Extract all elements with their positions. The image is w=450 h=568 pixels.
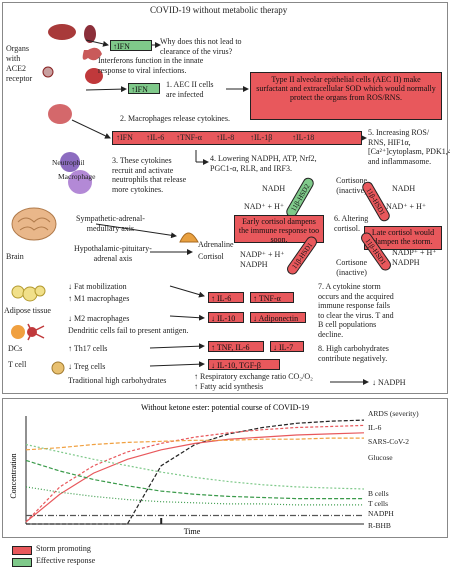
series-label-t-cells: T cells xyxy=(368,499,388,508)
sympathetic-text: Sympathetic-adrenal-medullary axis xyxy=(76,214,145,233)
dendritic-text: Dendritic cells fail to present antigen. xyxy=(68,326,189,335)
hpa-text: Hypothalamic-pituitary-adrenal axis xyxy=(74,244,152,263)
dcs-label: DCs xyxy=(8,344,23,353)
step5-text: 5. Increasing ROS/RNS, HIF1α, [Ca²⁺]cyto… xyxy=(368,128,450,166)
cytokine-ifn: ↑IFN xyxy=(116,133,133,142)
course-chart: Without ketone ester: potential course o… xyxy=(9,403,419,536)
dendritic-cell-icon xyxy=(11,323,45,341)
nadph-bottom-left: NADP⁺ + H⁺NADPH xyxy=(240,250,285,269)
series-label-glucose: Glucose xyxy=(368,453,393,462)
cortisol-label: Cortisol xyxy=(198,252,224,261)
fatty-acid-text: ↑ Fatty acid synthesis xyxy=(194,382,264,391)
th17-text: ↑ Th17 cells xyxy=(68,344,108,353)
cortisone-top: Cortisone(inactive) xyxy=(336,176,368,195)
macrophage-label: Macrophage xyxy=(58,172,96,181)
type2-aec-box: Type II alveolar epithelial cells (AEC I… xyxy=(250,72,442,120)
series-label-nadph: NADPH xyxy=(368,509,394,518)
virus-icon xyxy=(42,66,54,78)
ifn-chip-aec: ↑IFN xyxy=(128,83,160,94)
chart-ylabel: Concentration xyxy=(9,453,18,498)
series-label-r-bhb: R-BHB xyxy=(368,521,391,530)
legend-label-storm: Storm promoting xyxy=(36,544,91,553)
series-line-il-6 xyxy=(25,424,365,523)
liver-icon xyxy=(48,24,76,40)
adrenaline-label: Adrenaline xyxy=(198,240,234,249)
immune-cells xyxy=(60,152,92,194)
cortisone-bottom: Cortisone(inactive) xyxy=(336,258,368,277)
cytokine-il18: ↑IL-18 xyxy=(292,133,315,142)
kidney-icon xyxy=(84,25,96,43)
nadh-left: NADH xyxy=(262,184,286,193)
series-line-glucose xyxy=(25,437,364,451)
adipose-label: Adipose tissue xyxy=(4,306,51,315)
nadph-final-text: ↓ NADPH xyxy=(372,378,406,387)
brain-icon xyxy=(11,207,57,241)
m1-macrophages: ↑ M1 macrophages xyxy=(68,294,130,303)
cytokine-il6: ↑IL-6 xyxy=(146,133,165,142)
series-label-b-cells: B cells xyxy=(368,489,389,498)
series-line-ards-severity- xyxy=(26,419,365,525)
chart-title: Without ketone ester: potential course o… xyxy=(141,403,309,412)
interferons-text: Interferons function in the innate respo… xyxy=(98,56,204,75)
series-line-b-cells xyxy=(25,443,365,490)
cytokine-il8: ↑IL-8 xyxy=(216,133,235,142)
adrenal-icon xyxy=(179,232,199,243)
tnfa-chip: ↑ TNF-α xyxy=(250,292,294,303)
carbs-text: Traditional high carbohydrates xyxy=(68,376,167,385)
adiponectin-chip: ↓ Adiponectin xyxy=(250,312,306,323)
fat-mobilization: ↓ Fat mobilization xyxy=(68,282,127,291)
il10-chip: ↓ IL-10 xyxy=(208,312,244,323)
series-line-sars-cov-2 xyxy=(25,432,365,523)
nadh-right: NADH xyxy=(392,184,416,193)
tcell-label: T cell xyxy=(8,360,27,369)
il10-tgf-chip: ↓ IL-10, TGF-β xyxy=(208,359,280,370)
series-label-il-6: IL-6 xyxy=(368,423,382,432)
legend-label-effective: Effective response xyxy=(36,556,96,565)
virus-question: Why does this not lead to clearance of t… xyxy=(160,37,242,56)
top-title: COVID-19 without metabolic therapy xyxy=(150,5,288,15)
nadph-bottom-right: NADP⁺ + H⁺NADPH xyxy=(392,248,437,267)
neutrophil-icon xyxy=(60,152,80,172)
macrophage-icon xyxy=(68,170,92,194)
chart-panel xyxy=(2,398,448,538)
organ-icons xyxy=(42,24,103,124)
late-cortisol-box: Late cortisol would dampen the storm. xyxy=(364,226,442,250)
series-line-nadph xyxy=(25,486,364,506)
legend-swatch-effective xyxy=(12,558,32,567)
series-label-sars-cov-2: SARS-CoV-2 xyxy=(368,437,409,446)
step4-text: 4. Lowering NADPH, ATP, Nrf2,PGC1-α, RLR… xyxy=(210,154,317,173)
intestine-icon xyxy=(82,47,102,61)
tcell-icon xyxy=(51,361,65,375)
nad-left: NAD⁺ + H⁺ xyxy=(244,202,285,211)
aec-infected-text: 1. AEC II cells are infected xyxy=(166,80,214,99)
cytokine-tnfa: ↑TNF-α xyxy=(176,133,202,142)
il7-chip: ↓ IL-7 xyxy=(270,341,304,352)
lung-icon xyxy=(48,104,72,124)
top-panel xyxy=(2,2,448,394)
series-label-ards-severity-: ARDS (severity) xyxy=(368,409,419,418)
tnf-il6-chip: ↑ TNF, IL-6 xyxy=(208,341,264,352)
ifn-chip-top: ↑IFN xyxy=(110,40,152,51)
legend-swatch-storm xyxy=(12,546,32,555)
m2-macrophages: ↓ M2 macrophages xyxy=(68,314,130,323)
treg-text: ↓ Treg cells xyxy=(68,362,106,371)
macrophages-release-text: 2. Macrophages release cytokines. xyxy=(120,114,230,123)
neutrophil-label: Neutrophil xyxy=(52,158,85,167)
adipose-icon xyxy=(11,285,46,302)
series-line-t-cells xyxy=(25,459,364,500)
brain-label: Brain xyxy=(6,252,24,261)
chart-xlabel: Time xyxy=(184,527,201,536)
resp-ratio-text: ↑ Respiratory exchange ratio CO₂/O₂ xyxy=(194,372,313,381)
nad-right: NAD⁺ + H⁺ xyxy=(386,202,427,211)
heart-icon xyxy=(85,68,103,84)
il6-chip: ↑ IL-6 xyxy=(208,292,244,303)
cytokine-il1b: ↑IL-1β xyxy=(250,133,273,142)
